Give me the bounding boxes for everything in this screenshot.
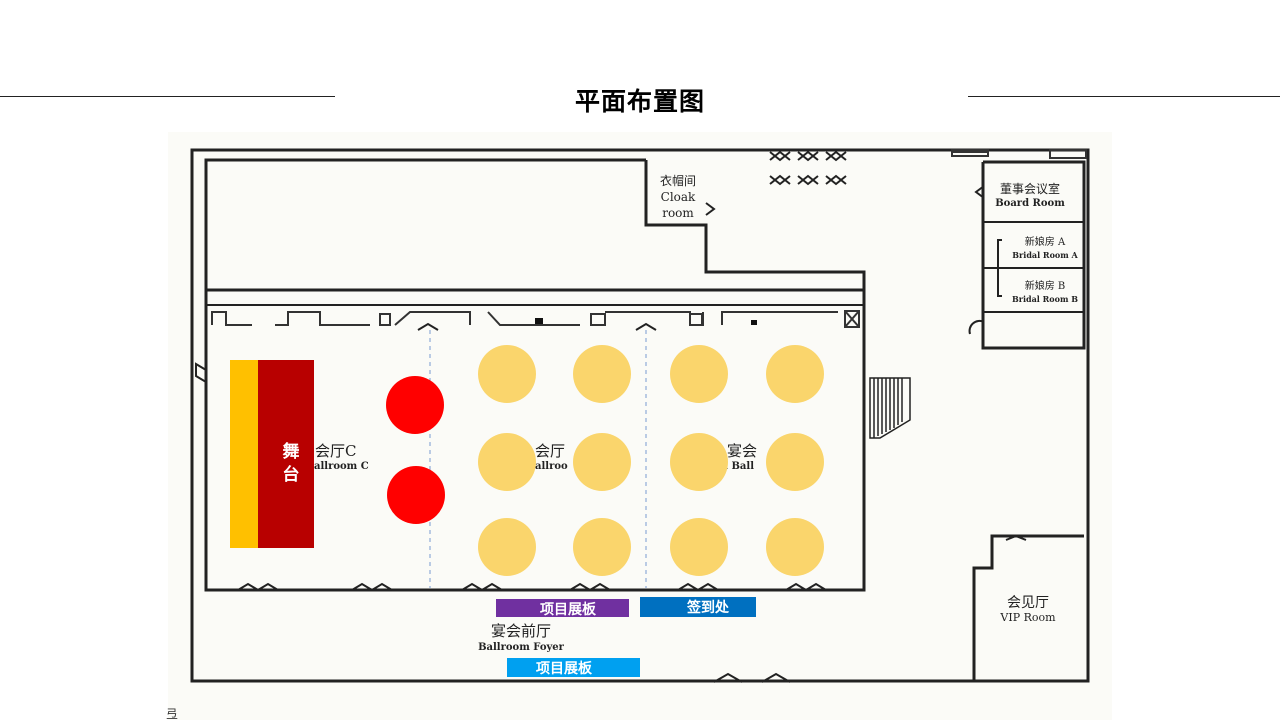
- guest-table: [766, 433, 824, 491]
- display-board-top: [496, 599, 629, 617]
- ballroom-c-label-en: allroom C: [314, 461, 369, 472]
- stairs: [869, 377, 911, 439]
- bridal-bracket: [997, 239, 1002, 297]
- guest-table: [478, 433, 536, 491]
- cloak-room-label-cn: 衣帽间: [660, 173, 696, 188]
- cloak-room-label-en1: Cloak: [661, 190, 696, 204]
- guest-table: [766, 518, 824, 576]
- cloak-room-label-en2: room: [662, 206, 694, 220]
- partition-lines: [429, 330, 647, 588]
- guest-table: [573, 518, 631, 576]
- guest-table: [670, 345, 728, 403]
- vip-room-label-cn: 会见厅: [1007, 595, 1049, 611]
- title-rule-left: [0, 96, 335, 97]
- bridal-a-label-en: Bridal Room A: [1012, 250, 1078, 260]
- page-title: 平面布置图: [574, 87, 705, 116]
- stage-edge: [230, 360, 260, 548]
- signin-desk: [640, 597, 756, 617]
- guest-table: [573, 433, 631, 491]
- stage-label-2: 台: [283, 464, 300, 485]
- guest-table: [766, 345, 824, 403]
- wall-marker: [535, 318, 543, 324]
- room-labels: 衣帽间 Cloak room 董事会议室 Board Room 新娘房 A Br…: [314, 173, 1078, 653]
- display-board-bottom-label: 项目展板: [536, 660, 593, 677]
- stage: [258, 360, 314, 548]
- vip-table: [387, 466, 445, 524]
- vip-table: [386, 376, 444, 434]
- foyer-label-en: Ballroom Foyer: [478, 642, 565, 653]
- guest-table: [670, 518, 728, 576]
- guest-tables: [478, 345, 824, 576]
- bridal-b-label-en: Bridal Room B: [1012, 294, 1078, 304]
- guest-table: [573, 345, 631, 403]
- outer-walls: [190, 148, 1090, 683]
- ballroom-b-label-cn: 会厅: [535, 442, 565, 460]
- ballroom-b-label-en: allroo: [535, 461, 568, 472]
- bridal-a-label-cn: 新娘房 A: [1025, 235, 1066, 248]
- wall-details: [211, 149, 1087, 328]
- plan-background: [168, 132, 1112, 720]
- grand-ballroom-label-en: d Ball: [721, 461, 754, 472]
- vip-room-label-en: VIP Room: [999, 611, 1056, 624]
- grand-ballroom-label-cn: 宴会: [727, 442, 757, 460]
- display-board-bottom: [507, 658, 640, 677]
- wall-marker: [751, 320, 757, 325]
- guest-table: [670, 433, 728, 491]
- bridal-b-label-cn: 新娘房 B: [1025, 279, 1066, 292]
- board-room-label-en: Board Room: [995, 198, 1065, 209]
- guest-table: [478, 345, 536, 403]
- door-marks: [195, 150, 1028, 683]
- corner-glyph: 弖: [166, 707, 178, 720]
- board-room-label-cn: 董事会议室: [1000, 181, 1060, 196]
- display-board-top-label: 项目展板: [540, 601, 597, 618]
- foyer-label-cn: 宴会前厅: [491, 622, 551, 640]
- signin-desk-label: 签到处: [686, 599, 730, 616]
- guest-table: [478, 518, 536, 576]
- ballroom-c-label-cn: 会厅C: [315, 442, 356, 460]
- stage-label-1: 舞: [283, 441, 300, 462]
- title-rule-right: [968, 96, 1280, 97]
